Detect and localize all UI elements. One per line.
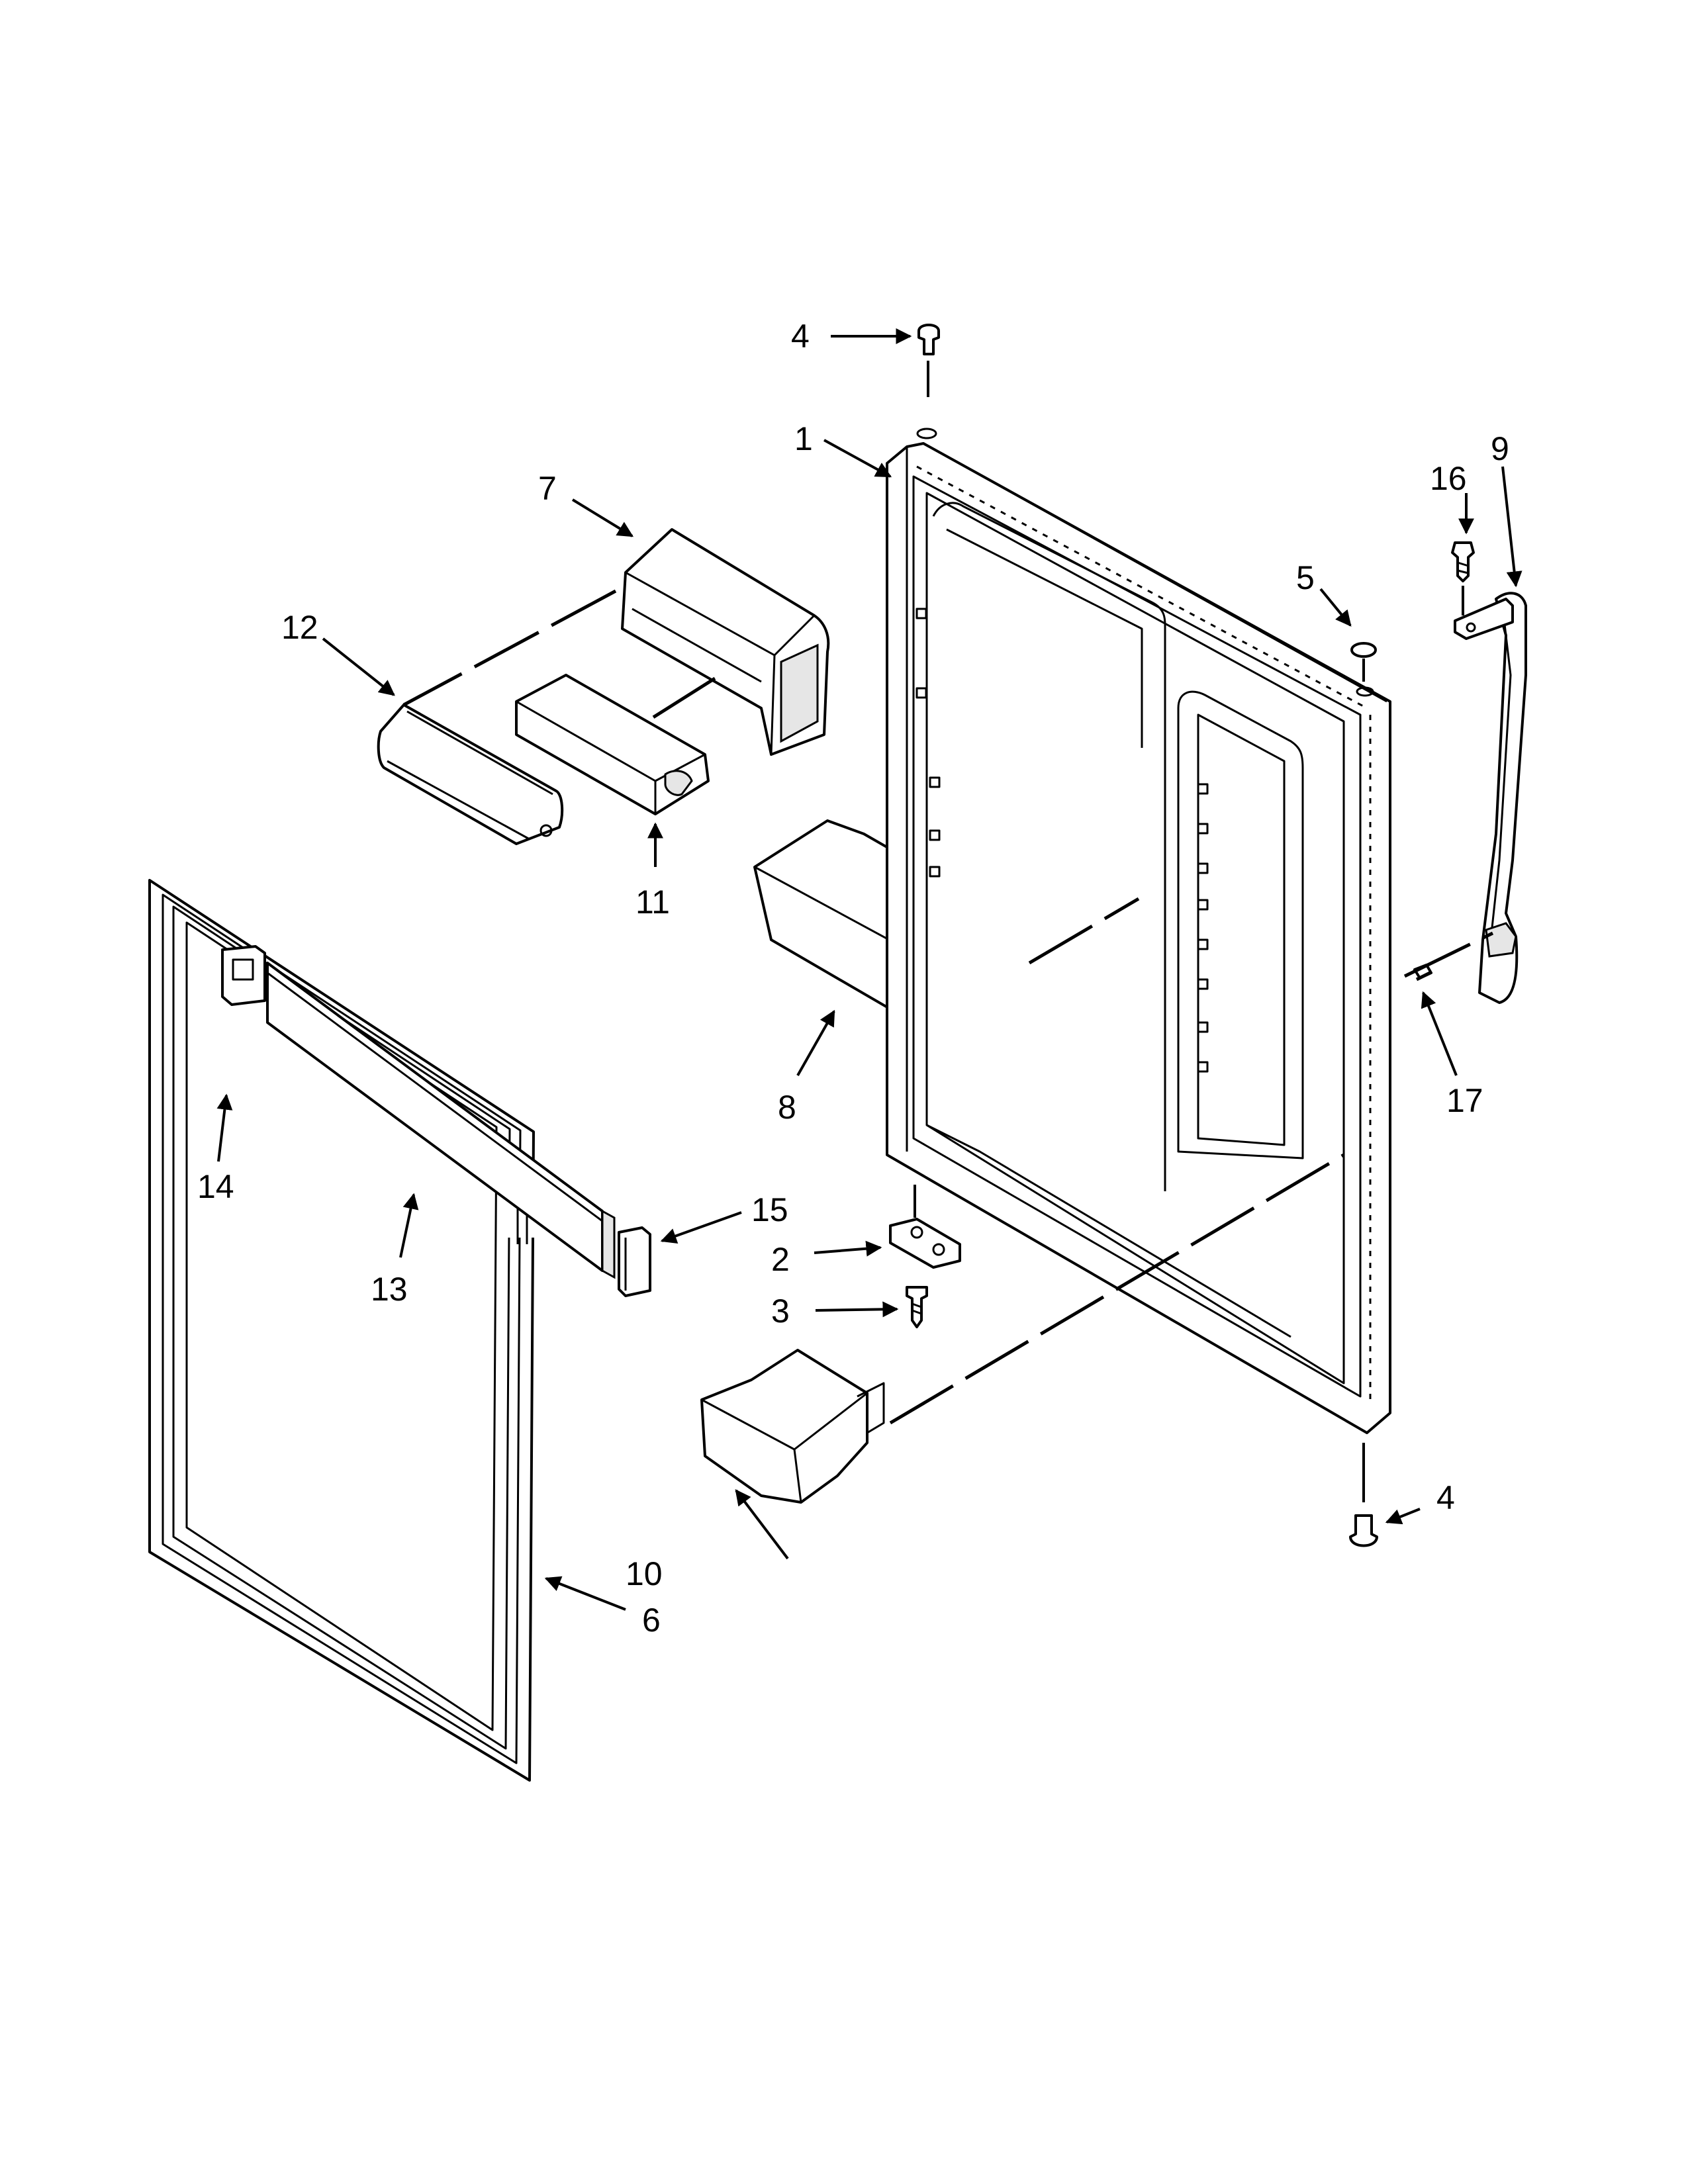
callout-gasket: 6 bbox=[642, 1602, 661, 1639]
end-cap-left-part bbox=[221, 945, 266, 1006]
callout-bushing-bottom: 4 bbox=[1436, 1479, 1455, 1516]
dairy-door-part bbox=[377, 704, 564, 845]
callout-door: 1 bbox=[794, 420, 813, 457]
door-shelf-clips bbox=[915, 608, 1209, 1073]
handle-screw-part bbox=[1451, 541, 1475, 615]
hinge-part bbox=[889, 1185, 961, 1269]
callout-end-cap-right: 15 bbox=[751, 1191, 788, 1228]
assembly-lines bbox=[402, 589, 1494, 1425]
callout-trim: 13 bbox=[371, 1271, 408, 1308]
hinge-screw-part bbox=[906, 1286, 928, 1328]
callout-dairy-bin: 7 bbox=[538, 470, 557, 507]
plug-button-part bbox=[1350, 642, 1377, 697]
callout-hinge-screw: 3 bbox=[771, 1293, 790, 1330]
door-part bbox=[886, 442, 1391, 1434]
callout-handle-screw: 16 bbox=[1430, 460, 1467, 497]
callout-plug-button: 5 bbox=[1296, 559, 1315, 596]
callout-bushing-top: 4 bbox=[791, 318, 810, 355]
butter-tray-part bbox=[515, 674, 710, 815]
end-cap-right-part bbox=[618, 1226, 651, 1297]
bushing-top-part bbox=[916, 324, 940, 439]
door-bin-lower-part bbox=[700, 1349, 885, 1504]
callout-labels: 1 2 3 4 4 5 6 7 8 9 10 11 12 13 14 15 16… bbox=[197, 318, 1509, 1639]
bushing-bottom-part bbox=[1349, 1443, 1378, 1547]
handle-part bbox=[1454, 592, 1527, 1004]
callout-plug: 17 bbox=[1446, 1082, 1483, 1119]
callout-hinge: 2 bbox=[771, 1241, 790, 1278]
trim-part bbox=[266, 962, 616, 1279]
door-gasket-channel bbox=[916, 465, 1372, 1403]
leader-arrows bbox=[216, 328, 1523, 1611]
callout-dairy-door: 12 bbox=[281, 609, 318, 646]
callout-door-bin-upper: 8 bbox=[778, 1089, 796, 1126]
gasket-part bbox=[148, 879, 543, 1782]
callout-door-bin-lower: 10 bbox=[626, 1555, 663, 1592]
dairy-bin-part bbox=[621, 528, 830, 756]
callout-butter-tray: 11 bbox=[635, 884, 670, 921]
callout-end-cap-left: 14 bbox=[197, 1168, 234, 1205]
callout-handle: 9 bbox=[1491, 430, 1509, 467]
